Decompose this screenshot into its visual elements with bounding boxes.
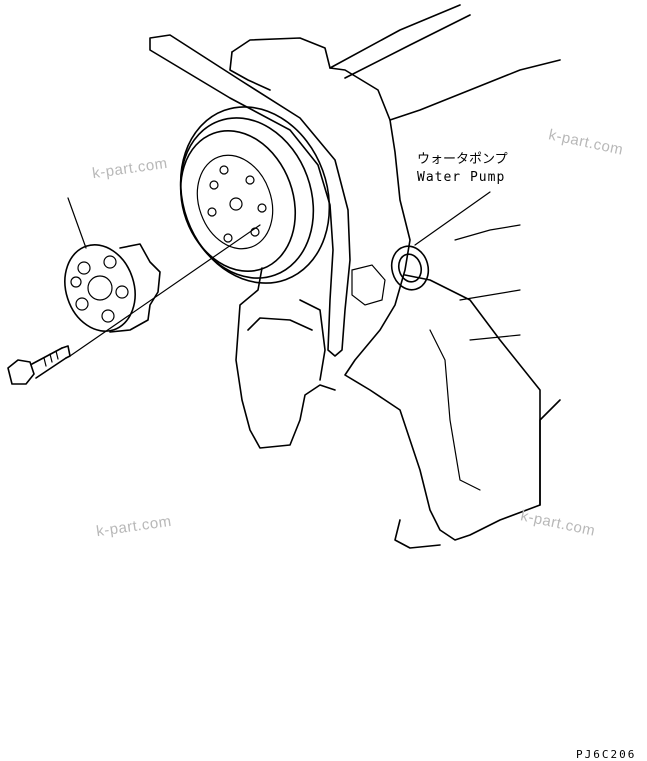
part-name-en: Water Pump xyxy=(417,170,506,185)
drive-belt xyxy=(149,4,471,357)
part-name-jp: ウォータポンプ xyxy=(417,152,508,167)
bolt-axis-line xyxy=(69,224,261,357)
water-pump-leader-line xyxy=(414,191,491,246)
mounting-bolt xyxy=(7,345,71,385)
figure-code: PJ6C206 xyxy=(576,748,637,761)
engine-block xyxy=(229,37,561,549)
water-pump-pulley xyxy=(179,106,331,284)
pulley-spacer xyxy=(64,243,161,333)
water-pump-boss xyxy=(390,245,430,291)
spacer-leader-line xyxy=(67,197,87,249)
